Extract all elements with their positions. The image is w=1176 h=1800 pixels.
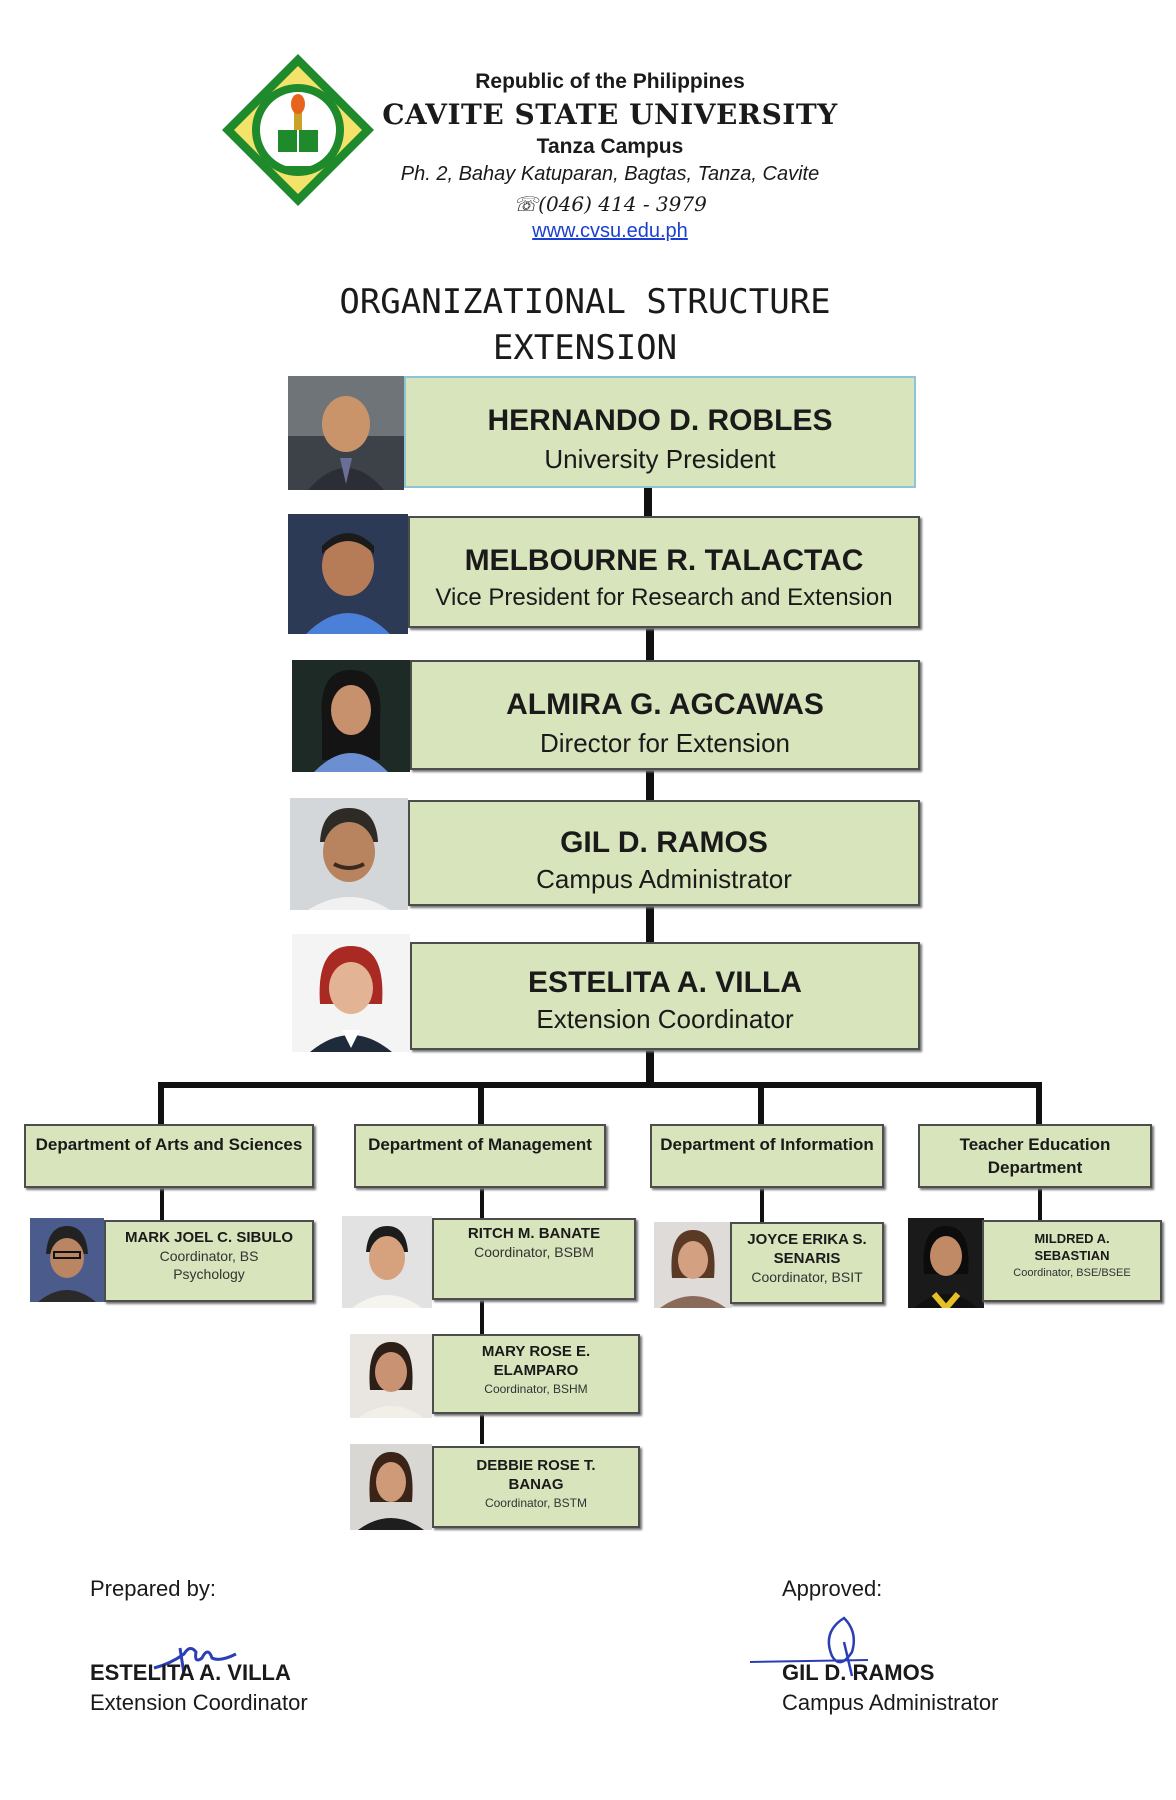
coordinator-photo bbox=[30, 1218, 104, 1302]
connector-line bbox=[158, 1082, 164, 1126]
page-subtitle: EXTENSION bbox=[492, 328, 678, 368]
website-link[interactable]: www.cvsu.edu.ph bbox=[532, 220, 688, 242]
person-name: ALMIRA G. AGCAWAS bbox=[506, 688, 824, 721]
coordinator-name: JOYCE ERIKA S. SENARIS bbox=[747, 1231, 867, 1267]
org-box-director-extension: ALMIRA G. AGCAWAS Director for Extension bbox=[410, 660, 920, 770]
connector-line bbox=[480, 1300, 484, 1334]
coordinator-box-arts-sciences: MARK JOEL C. SIBULO Coordinator, BS Psyc… bbox=[104, 1220, 314, 1302]
coordinator-role: Coordinator, BSIT bbox=[751, 1269, 863, 1285]
campus-administrator-photo bbox=[290, 798, 408, 910]
coordinator-name: DEBBIE ROSE T. BANAG bbox=[476, 1457, 596, 1493]
dept-box-information: Department of Information bbox=[650, 1124, 884, 1188]
approved-by-position: Campus Administrator bbox=[782, 1690, 999, 1715]
coordinator-role: Coordinator, BSE/BSEE bbox=[1013, 1267, 1131, 1279]
president-photo bbox=[288, 376, 404, 490]
coordinator-name: MARK JOEL C. SIBULO bbox=[124, 1229, 294, 1246]
campus-phone: ☏(046) 414 - 3979 bbox=[513, 192, 707, 216]
signature-prepared-icon bbox=[153, 1647, 237, 1675]
coordinator-role: Coordinator, BSTM bbox=[484, 1496, 588, 1510]
person-position: Vice President for Research and Extensio… bbox=[435, 584, 893, 611]
person-position: Campus Administrator bbox=[536, 864, 792, 894]
campus-address: Ph. 2, Bahay Katuparan, Bagtas, Tanza, C… bbox=[400, 163, 820, 185]
coordinator-role: Coordinator, BS Psychology bbox=[159, 1248, 259, 1282]
org-box-university-president: HERNANDO D. ROBLES University President bbox=[404, 376, 916, 488]
person-name: ESTELITA A. VILLA bbox=[528, 966, 802, 999]
dept-box-arts-sciences: Department of Arts and Sciences bbox=[24, 1124, 314, 1188]
prepared-by-label: Prepared by: bbox=[90, 1576, 216, 1601]
dept-box-management: Department of Management bbox=[354, 1124, 606, 1188]
coordinator-role: Coordinator, BSBM bbox=[474, 1244, 594, 1260]
connector-line bbox=[1036, 1082, 1042, 1126]
dept-box-teacher-education: Teacher Education Department bbox=[918, 1124, 1152, 1188]
signature-approved-icon bbox=[749, 1616, 869, 1677]
prepared-by-position: Extension Coordinator bbox=[90, 1690, 308, 1715]
org-box-vice-president: MELBOURNE R. TALACTAC Vice President for… bbox=[408, 516, 920, 628]
university-seal-logo bbox=[222, 54, 374, 206]
connector-line bbox=[646, 1050, 654, 1084]
connector-line bbox=[480, 1414, 484, 1444]
coordinator-photo bbox=[350, 1334, 432, 1418]
person-name: GIL D. RAMOS bbox=[560, 826, 768, 859]
coordinator-role: Coordinator, BSHM bbox=[484, 1382, 588, 1396]
coordinator-name: MARY ROSE E. ELAMPARO bbox=[481, 1343, 591, 1379]
republic-label: Republic of the Philippines bbox=[475, 70, 745, 93]
prepared-by-name: ESTELITA A. VILLA bbox=[90, 1660, 291, 1685]
approved-by-name: GIL D. RAMOS bbox=[782, 1660, 935, 1685]
coordinator-photo bbox=[908, 1218, 984, 1308]
connector-line bbox=[646, 770, 654, 802]
connector-line bbox=[646, 626, 654, 662]
vice-president-photo bbox=[288, 514, 408, 634]
connector-line bbox=[758, 1082, 764, 1126]
person-position: Extension Coordinator bbox=[536, 1004, 794, 1034]
connector-line bbox=[160, 1188, 164, 1220]
branch-line bbox=[158, 1082, 1042, 1088]
approved-label: Approved: bbox=[782, 1576, 883, 1601]
connector-line bbox=[478, 1082, 484, 1126]
coordinator-name: RITCH M. BANATE bbox=[467, 1225, 601, 1242]
university-name: CAVITE STATE UNIVERSITY bbox=[382, 98, 838, 131]
connector-line bbox=[480, 1188, 484, 1218]
org-box-extension-coordinator: ESTELITA A. VILLA Extension Coordinator bbox=[410, 942, 920, 1050]
person-position: Director for Extension bbox=[540, 728, 790, 758]
director-photo bbox=[292, 660, 410, 772]
coordinator-box-information-bsit: JOYCE ERIKA S. SENARIS Coordinator, BSIT bbox=[730, 1222, 884, 1304]
org-box-campus-administrator: GIL D. RAMOS Campus Administrator bbox=[408, 800, 920, 906]
extension-coordinator-photo bbox=[292, 934, 410, 1052]
person-position: University President bbox=[544, 444, 776, 474]
page-title: ORGANIZATIONAL STRUCTURE bbox=[339, 282, 831, 322]
coordinator-photo bbox=[654, 1222, 732, 1308]
coordinator-box-management-bstm: DEBBIE ROSE T. BANAG Coordinator, BSTM bbox=[432, 1446, 640, 1528]
coordinator-photo bbox=[350, 1444, 432, 1530]
connector-line bbox=[760, 1188, 764, 1222]
connector-line bbox=[644, 488, 652, 516]
person-name: MELBOURNE R. TALACTAC bbox=[464, 544, 864, 577]
person-name: HERNANDO D. ROBLES bbox=[487, 404, 833, 437]
campus-name: Tanza Campus bbox=[536, 135, 684, 158]
coordinator-box-management-bsbm: RITCH M. BANATE Coordinator, BSBM bbox=[432, 1218, 636, 1300]
coordinator-photo bbox=[342, 1216, 432, 1308]
coordinator-box-management-bshm: MARY ROSE E. ELAMPARO Coordinator, BSHM bbox=[432, 1334, 640, 1414]
connector-line bbox=[1038, 1188, 1042, 1222]
connector-line bbox=[646, 906, 654, 942]
coordinator-box-teacher-education: MILDRED A. SEBASTIAN Coordinator, BSE/BS… bbox=[982, 1220, 1162, 1302]
coordinator-name: MILDRED A. SEBASTIAN bbox=[1034, 1231, 1110, 1263]
